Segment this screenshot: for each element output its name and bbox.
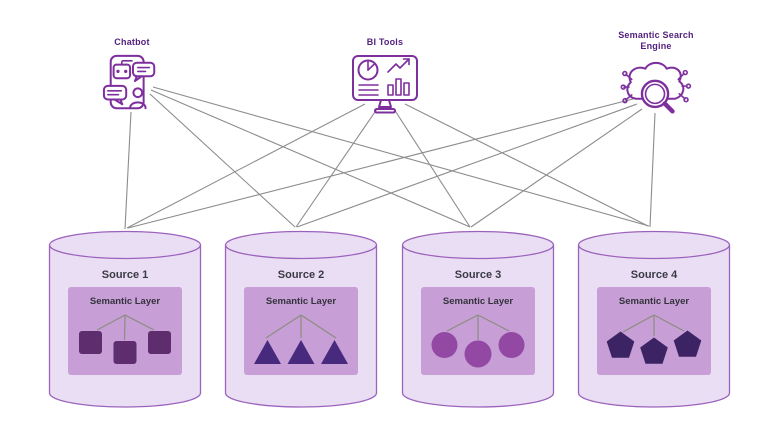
data-shape-square xyxy=(79,331,102,354)
source-cylinder-2: Source 2 Semantic Layer xyxy=(224,229,378,409)
consumer-node-semantic-search: Semantic Search Engine xyxy=(614,30,698,121)
data-shape-triangle xyxy=(254,340,281,364)
data-shape-triangle xyxy=(321,340,348,364)
connection-search-source4 xyxy=(649,112,656,228)
connection-bitools-source2 xyxy=(295,108,378,228)
consumer-node-chatbot: Chatbot xyxy=(92,37,172,114)
source-title: Source 4 xyxy=(630,269,678,281)
semantic-layer-label: Semantic Layer xyxy=(618,296,690,307)
data-shape-circle xyxy=(498,332,525,358)
chatbot-label: Chatbot xyxy=(114,37,150,47)
bi-tools-icon xyxy=(351,54,419,116)
data-shape-pentagon xyxy=(673,330,702,357)
semantic-layer-box: Semantic Layer xyxy=(68,287,182,375)
connection-search-source1 xyxy=(127,98,634,229)
semantic-layer-box: Semantic Layer xyxy=(244,287,358,375)
data-shape-circle xyxy=(464,340,492,368)
semantic-layer-shapes-circles xyxy=(431,314,525,368)
semantic-layer-label: Semantic Layer xyxy=(89,296,161,307)
connection-chatbot-source2 xyxy=(149,93,296,228)
semantic-layer-box: Semantic Layer xyxy=(597,287,711,375)
connection-chatbot-source4 xyxy=(152,86,650,227)
semantic-layer-label: Semantic Layer xyxy=(442,296,514,307)
consumer-node-bi-tools: BI Tools xyxy=(345,37,425,116)
semantic-layer-shapes-triangles xyxy=(254,314,348,364)
connection-bitools-source3 xyxy=(393,108,471,228)
data-shape-pentagon xyxy=(606,331,635,358)
semantic-layer-shapes-squares xyxy=(79,314,171,364)
source-cylinder-3: Source 3 Semantic Layer xyxy=(401,229,555,409)
bi-tools-label: BI Tools xyxy=(366,37,404,47)
connection-bitools-source1 xyxy=(126,103,366,229)
source-title: Source 3 xyxy=(454,269,502,281)
semantic-layer-shapes-pentagons xyxy=(606,314,702,364)
data-shape-square xyxy=(113,341,137,364)
data-shape-triangle xyxy=(287,340,315,364)
connection-bitools-source4 xyxy=(404,103,649,227)
semantic-layer-label: Semantic Layer xyxy=(265,296,337,307)
connection-search-source3 xyxy=(470,108,643,228)
source-title: Source 2 xyxy=(277,269,325,281)
semantic-search-label: Semantic Search Engine xyxy=(618,30,694,52)
data-shape-square xyxy=(148,331,171,354)
connection-chatbot-source1 xyxy=(124,111,132,230)
source-title: Source 1 xyxy=(101,269,149,281)
semantic-search-engine-icon xyxy=(619,59,693,121)
semantic-layer-box: Semantic Layer xyxy=(421,287,535,375)
source-cylinder-4: Source 4 Semantic Layer xyxy=(577,229,731,409)
data-shape-circle xyxy=(431,332,458,358)
source-cylinder-1: Source 1 Semantic Layer xyxy=(48,229,202,409)
chatbot-icon xyxy=(102,54,162,114)
data-shape-pentagon xyxy=(640,337,668,364)
connection-chatbot-source3 xyxy=(150,89,471,228)
connection-search-source2 xyxy=(296,103,638,228)
